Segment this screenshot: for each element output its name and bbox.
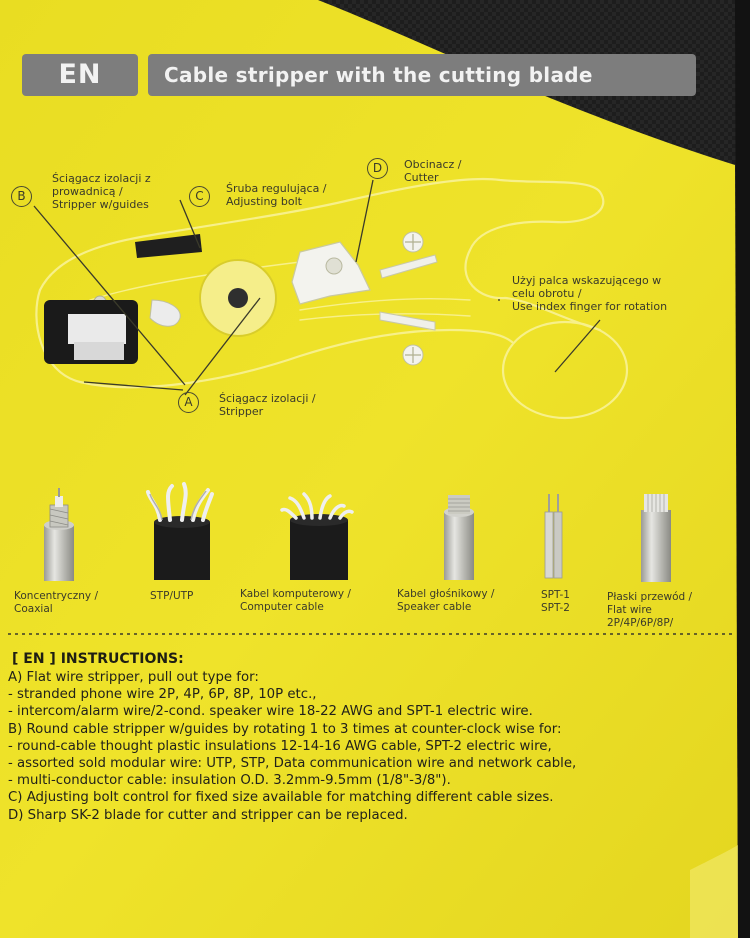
instruction-line: A) Flat wire stripper, pull out type for… [8,670,259,685]
language-code-badge: EN [22,54,138,96]
instruction-line: - multi-conductor cable: insulation O.D.… [8,773,451,789]
spt-cable-icon [544,494,563,579]
stripper-guide [149,299,181,327]
cable-label-computer: Kabel komputerowy / Computer cable [240,588,351,613]
cable-label-stp-utp: STP/UTP [150,590,194,602]
jaw-insert [68,314,126,344]
instruction-line: - assorted sold modular wire: UTP, STP, … [8,756,577,772]
cable-label-coaxial: Koncentryczny / Coaxial [14,590,99,615]
instruction-line: - stranded phone wire 2P, 4P, 6P, 8P, 10… [8,687,317,703]
label-b-text: Ściągacz izolacji z prowadnicą / Strippe… [52,172,151,211]
instructions-list: A) Flat wire stripper, pull out type for… [8,669,576,824]
tool-outline [35,177,629,420]
grip-pad [135,234,202,258]
blade-strip-upper [379,254,438,279]
instruction-line: - round-cable thought plastic insulation… [8,738,552,754]
instruction-line: - intercom/alarm wire/2-cond. speaker wi… [8,704,533,720]
instructions-title: [ EN ] INSTRUCTIONS: [12,651,184,667]
cable-label-spt: SPT-1 SPT-2 [541,589,570,614]
finger-note-text: Użyj palca wskazującego w celu obrotu / … [512,274,668,313]
instruction-line: D) Sharp SK-2 blade for cutter and strip… [8,807,408,823]
cable-label-flat-wire: Płaski przewód / Flat wire 2P/4P/6P/8P/ [607,591,693,629]
computer-cable-icon [280,492,354,580]
blade-strip-lower [379,311,436,331]
cable-label-speaker: Kabel głośnikowy / Speaker cable [397,588,495,613]
callout-letter-c: C [189,186,210,207]
instruction-line: C) Adjusting bolt control for fixed size… [8,790,554,806]
flat-wire-icon [641,494,671,582]
label-d-text: Obcinacz / Cutter [404,158,462,184]
callout-letter-b: B [11,186,32,207]
callout-letter-a: A [178,392,199,413]
speaker-cable-icon [444,495,474,580]
callout-letter-d: D [367,158,388,179]
page-title: Cable stripper with the cutting blade [148,54,696,96]
label-a-text: Ściągacz izolacji / Stripper [219,392,316,418]
blade-screw [325,257,343,275]
instruction-line: B) Round cable stripper w/guides by rota… [8,721,562,737]
stp-utp-cable-icon [146,482,214,580]
callout-lines [33,179,601,396]
label-c-text: Śruba regulująca / Adjusting bolt [226,182,327,208]
coaxial-cable-icon [44,488,74,581]
bolt-hole [228,288,248,308]
